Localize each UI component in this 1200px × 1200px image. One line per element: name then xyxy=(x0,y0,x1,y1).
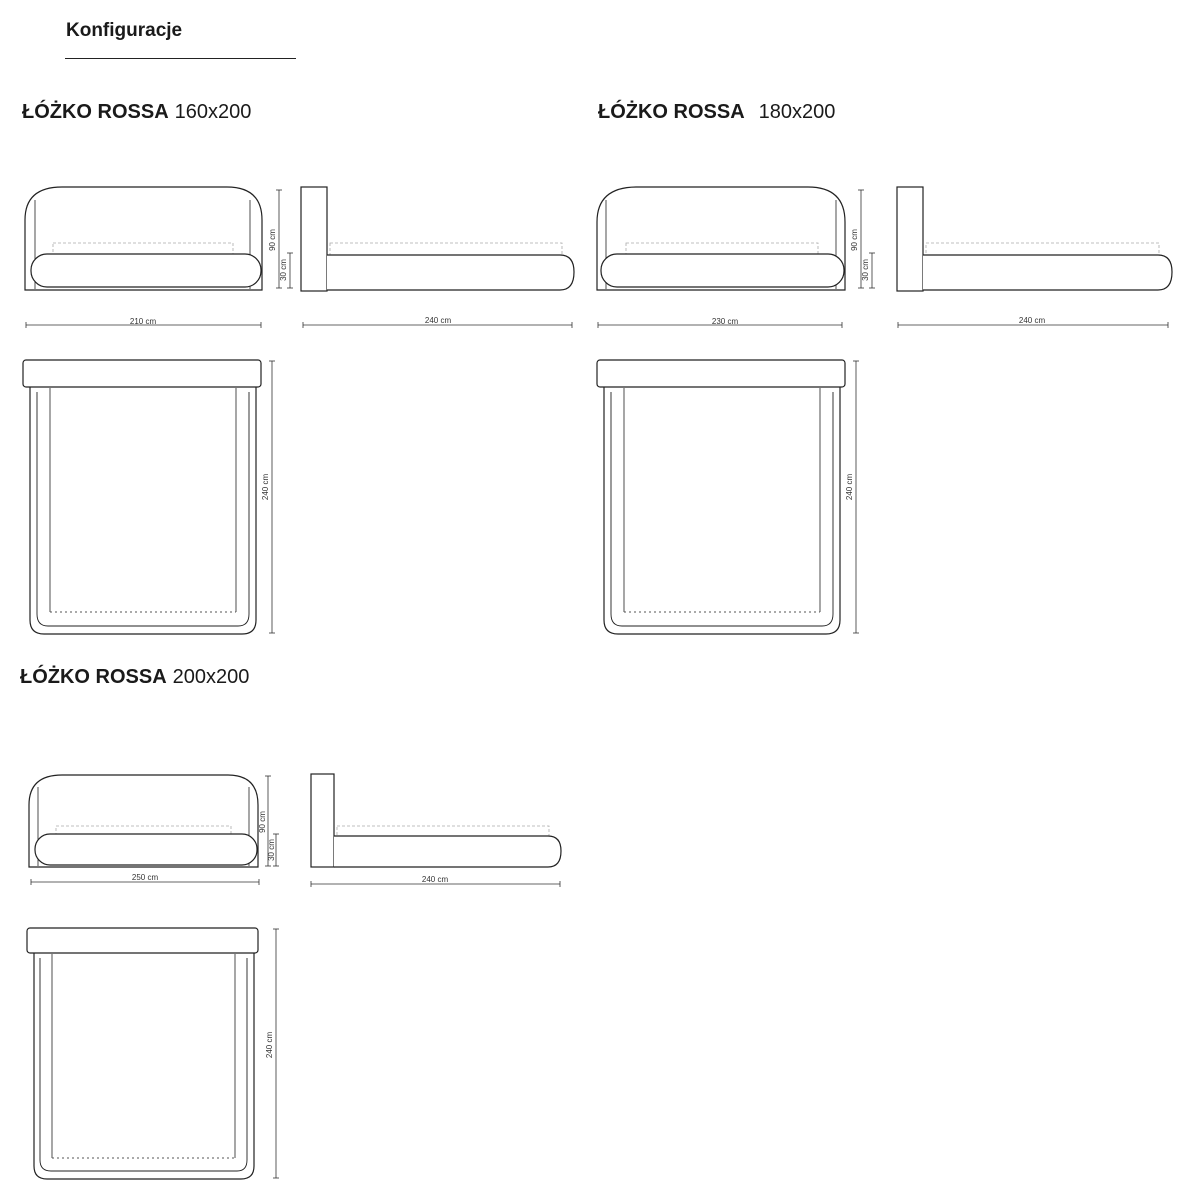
section-title-underline xyxy=(65,58,296,59)
section-title: Konfiguracje xyxy=(66,20,183,41)
front-view-160 xyxy=(24,186,263,291)
frame-top xyxy=(29,387,257,635)
frame-side xyxy=(923,254,1173,291)
model-name: ŁÓŻKO ROSSA xyxy=(598,101,745,123)
headboard-outline xyxy=(28,774,259,868)
model-name: ŁÓŻKO ROSSA xyxy=(20,666,167,688)
side-view-160 xyxy=(300,186,575,292)
dimension-label-width: 210 cm xyxy=(130,317,157,326)
front-dimensions-180 xyxy=(597,189,876,329)
model-name: ŁÓŻKO ROSSA xyxy=(22,101,169,123)
dimension-label-length: 240 cm xyxy=(425,316,452,325)
headboard-side xyxy=(300,186,328,292)
model-title-180: ŁÓŻKO ROSSA 180x200 xyxy=(598,101,835,124)
frame-side xyxy=(327,254,575,291)
top-view-200 xyxy=(26,927,259,1180)
dimension-label-length: 240 cm xyxy=(422,875,449,884)
headboard-outline xyxy=(24,186,263,291)
model-size: 160x200 xyxy=(174,101,252,123)
dimension-label-frame: 30 cm xyxy=(267,839,276,861)
front-dimensions-160 xyxy=(25,189,294,329)
frame-top xyxy=(603,387,841,635)
model-size: 200x200 xyxy=(172,666,250,688)
frame-rail xyxy=(34,833,258,866)
headboard-top xyxy=(596,359,846,388)
headboard-side xyxy=(310,773,335,868)
headboard-top xyxy=(26,927,259,954)
dimension-label-top-length: 240 cm xyxy=(845,474,854,501)
top-view-180 xyxy=(596,359,846,635)
front-dimensions-200 xyxy=(30,775,280,886)
dimension-label-width: 230 cm xyxy=(712,317,739,326)
headboard-outline xyxy=(596,186,846,291)
dimension-label-headboard: 90 cm xyxy=(258,811,267,833)
dimension-label-headboard: 90 cm xyxy=(268,229,277,251)
dimension-label-length: 240 cm xyxy=(1019,316,1046,325)
frame-side xyxy=(334,835,562,868)
side-view-200 xyxy=(310,773,562,868)
dimension-label-frame: 30 cm xyxy=(279,259,288,281)
frame-rail xyxy=(600,253,845,288)
top-view-160 xyxy=(22,359,262,635)
front-view-180 xyxy=(596,186,846,291)
model-size: 180x200 xyxy=(758,101,836,123)
front-view-200 xyxy=(28,774,259,868)
headboard-side xyxy=(896,186,924,292)
dimension-label-top-length: 240 cm xyxy=(261,474,270,501)
frame-rail xyxy=(30,253,262,288)
frame-top xyxy=(33,953,255,1180)
dimension-label-top-length: 240 cm xyxy=(265,1032,274,1059)
headboard-top xyxy=(22,359,262,388)
dimension-label-frame: 30 cm xyxy=(861,259,870,281)
dimension-label-headboard: 90 cm xyxy=(850,229,859,251)
side-view-180 xyxy=(896,186,1173,292)
dimension-label-width: 250 cm xyxy=(132,873,159,882)
